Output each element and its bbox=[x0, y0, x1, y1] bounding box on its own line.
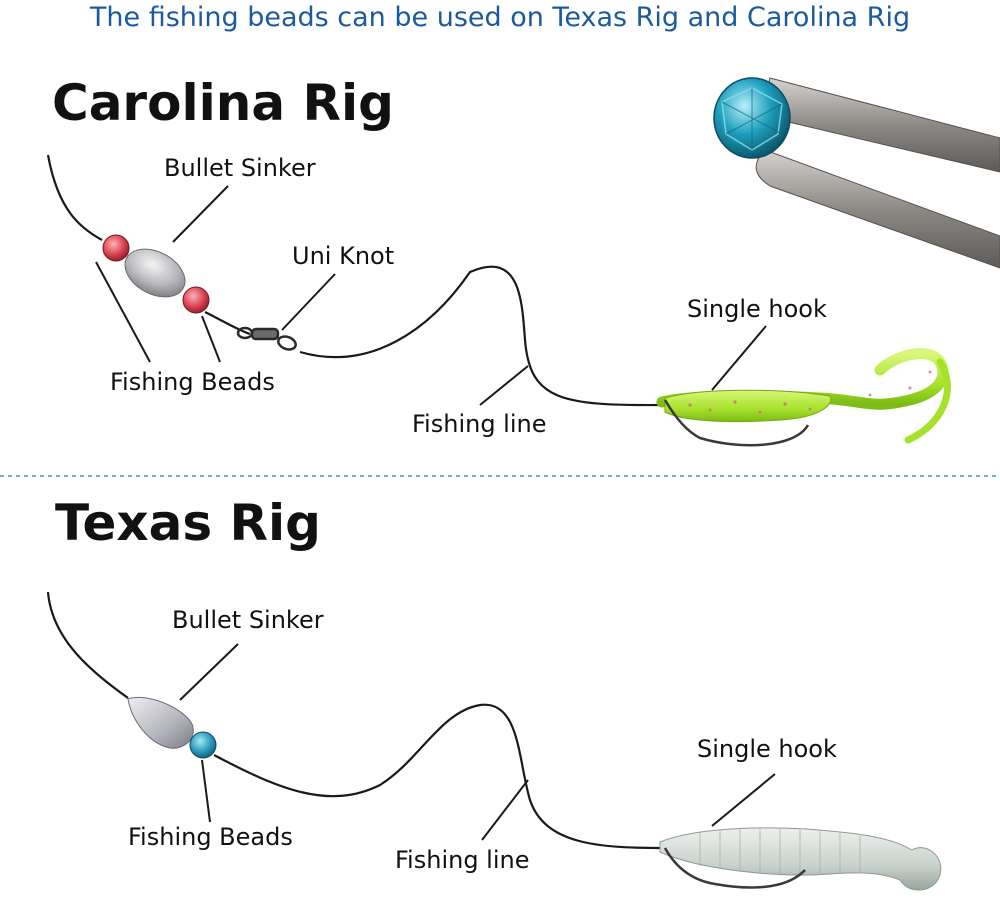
carolina-rig-title: Carolina Rig bbox=[52, 74, 394, 132]
texas-bead bbox=[190, 732, 216, 758]
carolina-bead-top bbox=[103, 235, 129, 261]
texas-fishing-beads-label: Fishing Beads bbox=[128, 823, 293, 851]
texas-single-hook-label: Single hook bbox=[697, 735, 837, 763]
carolina-fishing-line-label: Fishing line bbox=[412, 410, 547, 438]
carolina-bullet-sinker-label: Bullet Sinker bbox=[164, 154, 316, 182]
texas-leader-lines bbox=[180, 644, 775, 840]
tweezers-image bbox=[756, 78, 1000, 268]
carolina-fishing-beads-label: Fishing Beads bbox=[110, 368, 275, 396]
carolina-swivel bbox=[238, 328, 298, 352]
texas-bullet-sinker-label: Bullet Sinker bbox=[172, 606, 324, 634]
texas-bullet-sinker bbox=[128, 697, 193, 748]
carolina-uni-knot-label: Uni Knot bbox=[292, 242, 394, 270]
carolina-bead-bottom bbox=[183, 287, 209, 313]
texas-rig-title: Texas Rig bbox=[55, 494, 321, 552]
texas-fishing-line-label: Fishing line bbox=[395, 846, 530, 874]
carolina-green-lure bbox=[662, 354, 947, 440]
header-caption: The fishing beads can be used on Texas R… bbox=[0, 0, 1000, 36]
carolina-single-hook-label: Single hook bbox=[687, 295, 827, 323]
crystal-bead-image bbox=[714, 78, 790, 158]
